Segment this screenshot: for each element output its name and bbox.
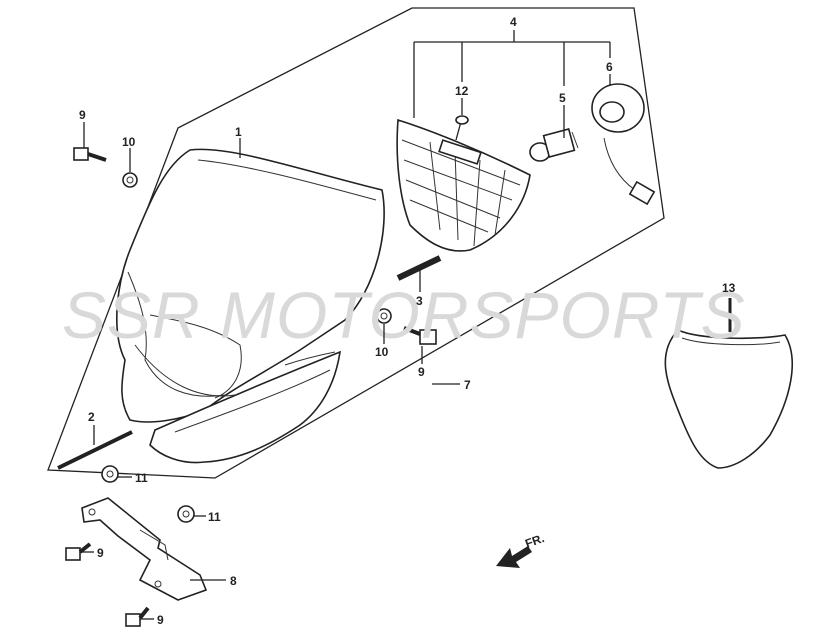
watermark: SSR MOTORSPORTS xyxy=(62,278,746,352)
callout-9-bottom: 9 xyxy=(157,613,164,627)
callout-9-mid: 9 xyxy=(418,365,425,379)
bolt-9-bottom xyxy=(125,606,150,627)
screw-12 xyxy=(455,115,469,141)
callout-8: 8 xyxy=(230,574,237,588)
nut-11-right xyxy=(177,505,195,523)
mask-13 xyxy=(664,298,793,469)
callout-3: 3 xyxy=(416,294,423,308)
callout-9-low: 9 xyxy=(97,546,104,560)
front-direction-arrow: FR. xyxy=(496,531,546,568)
bolt-9-low xyxy=(65,542,92,561)
callout-13: 13 xyxy=(722,281,736,295)
callout-4: 4 xyxy=(510,15,517,29)
headlight-cowl xyxy=(116,148,385,464)
callout-7: 7 xyxy=(464,378,471,392)
callout-2: 2 xyxy=(88,410,95,424)
callout-11-left: 11 xyxy=(135,471,148,485)
socket-6 xyxy=(591,83,656,206)
adjust-screw-3 xyxy=(396,255,442,281)
nut-10-left xyxy=(122,172,138,188)
callout-5: 5 xyxy=(559,91,566,105)
assembly-outline xyxy=(47,7,665,479)
bracket-8 xyxy=(81,497,208,601)
callout-9-top: 9 xyxy=(79,108,86,122)
bolt-9-mid xyxy=(403,326,437,345)
callout-6: 6 xyxy=(606,60,613,74)
leader-lines xyxy=(80,30,611,620)
bulb-5 xyxy=(529,128,579,162)
direction-label: FR. xyxy=(523,531,546,551)
headlight-unit xyxy=(396,118,531,252)
callout-10-right: 10 xyxy=(375,345,389,359)
bolt-9-top xyxy=(73,147,107,162)
nut-10-right xyxy=(376,308,392,324)
callout-1: 1 xyxy=(235,125,242,139)
nut-11-left xyxy=(101,465,119,483)
callout-12: 12 xyxy=(455,84,469,98)
callout-11-right: 11 xyxy=(208,510,221,524)
callout-10-left: 10 xyxy=(122,135,136,149)
bolt-2 xyxy=(57,430,133,470)
